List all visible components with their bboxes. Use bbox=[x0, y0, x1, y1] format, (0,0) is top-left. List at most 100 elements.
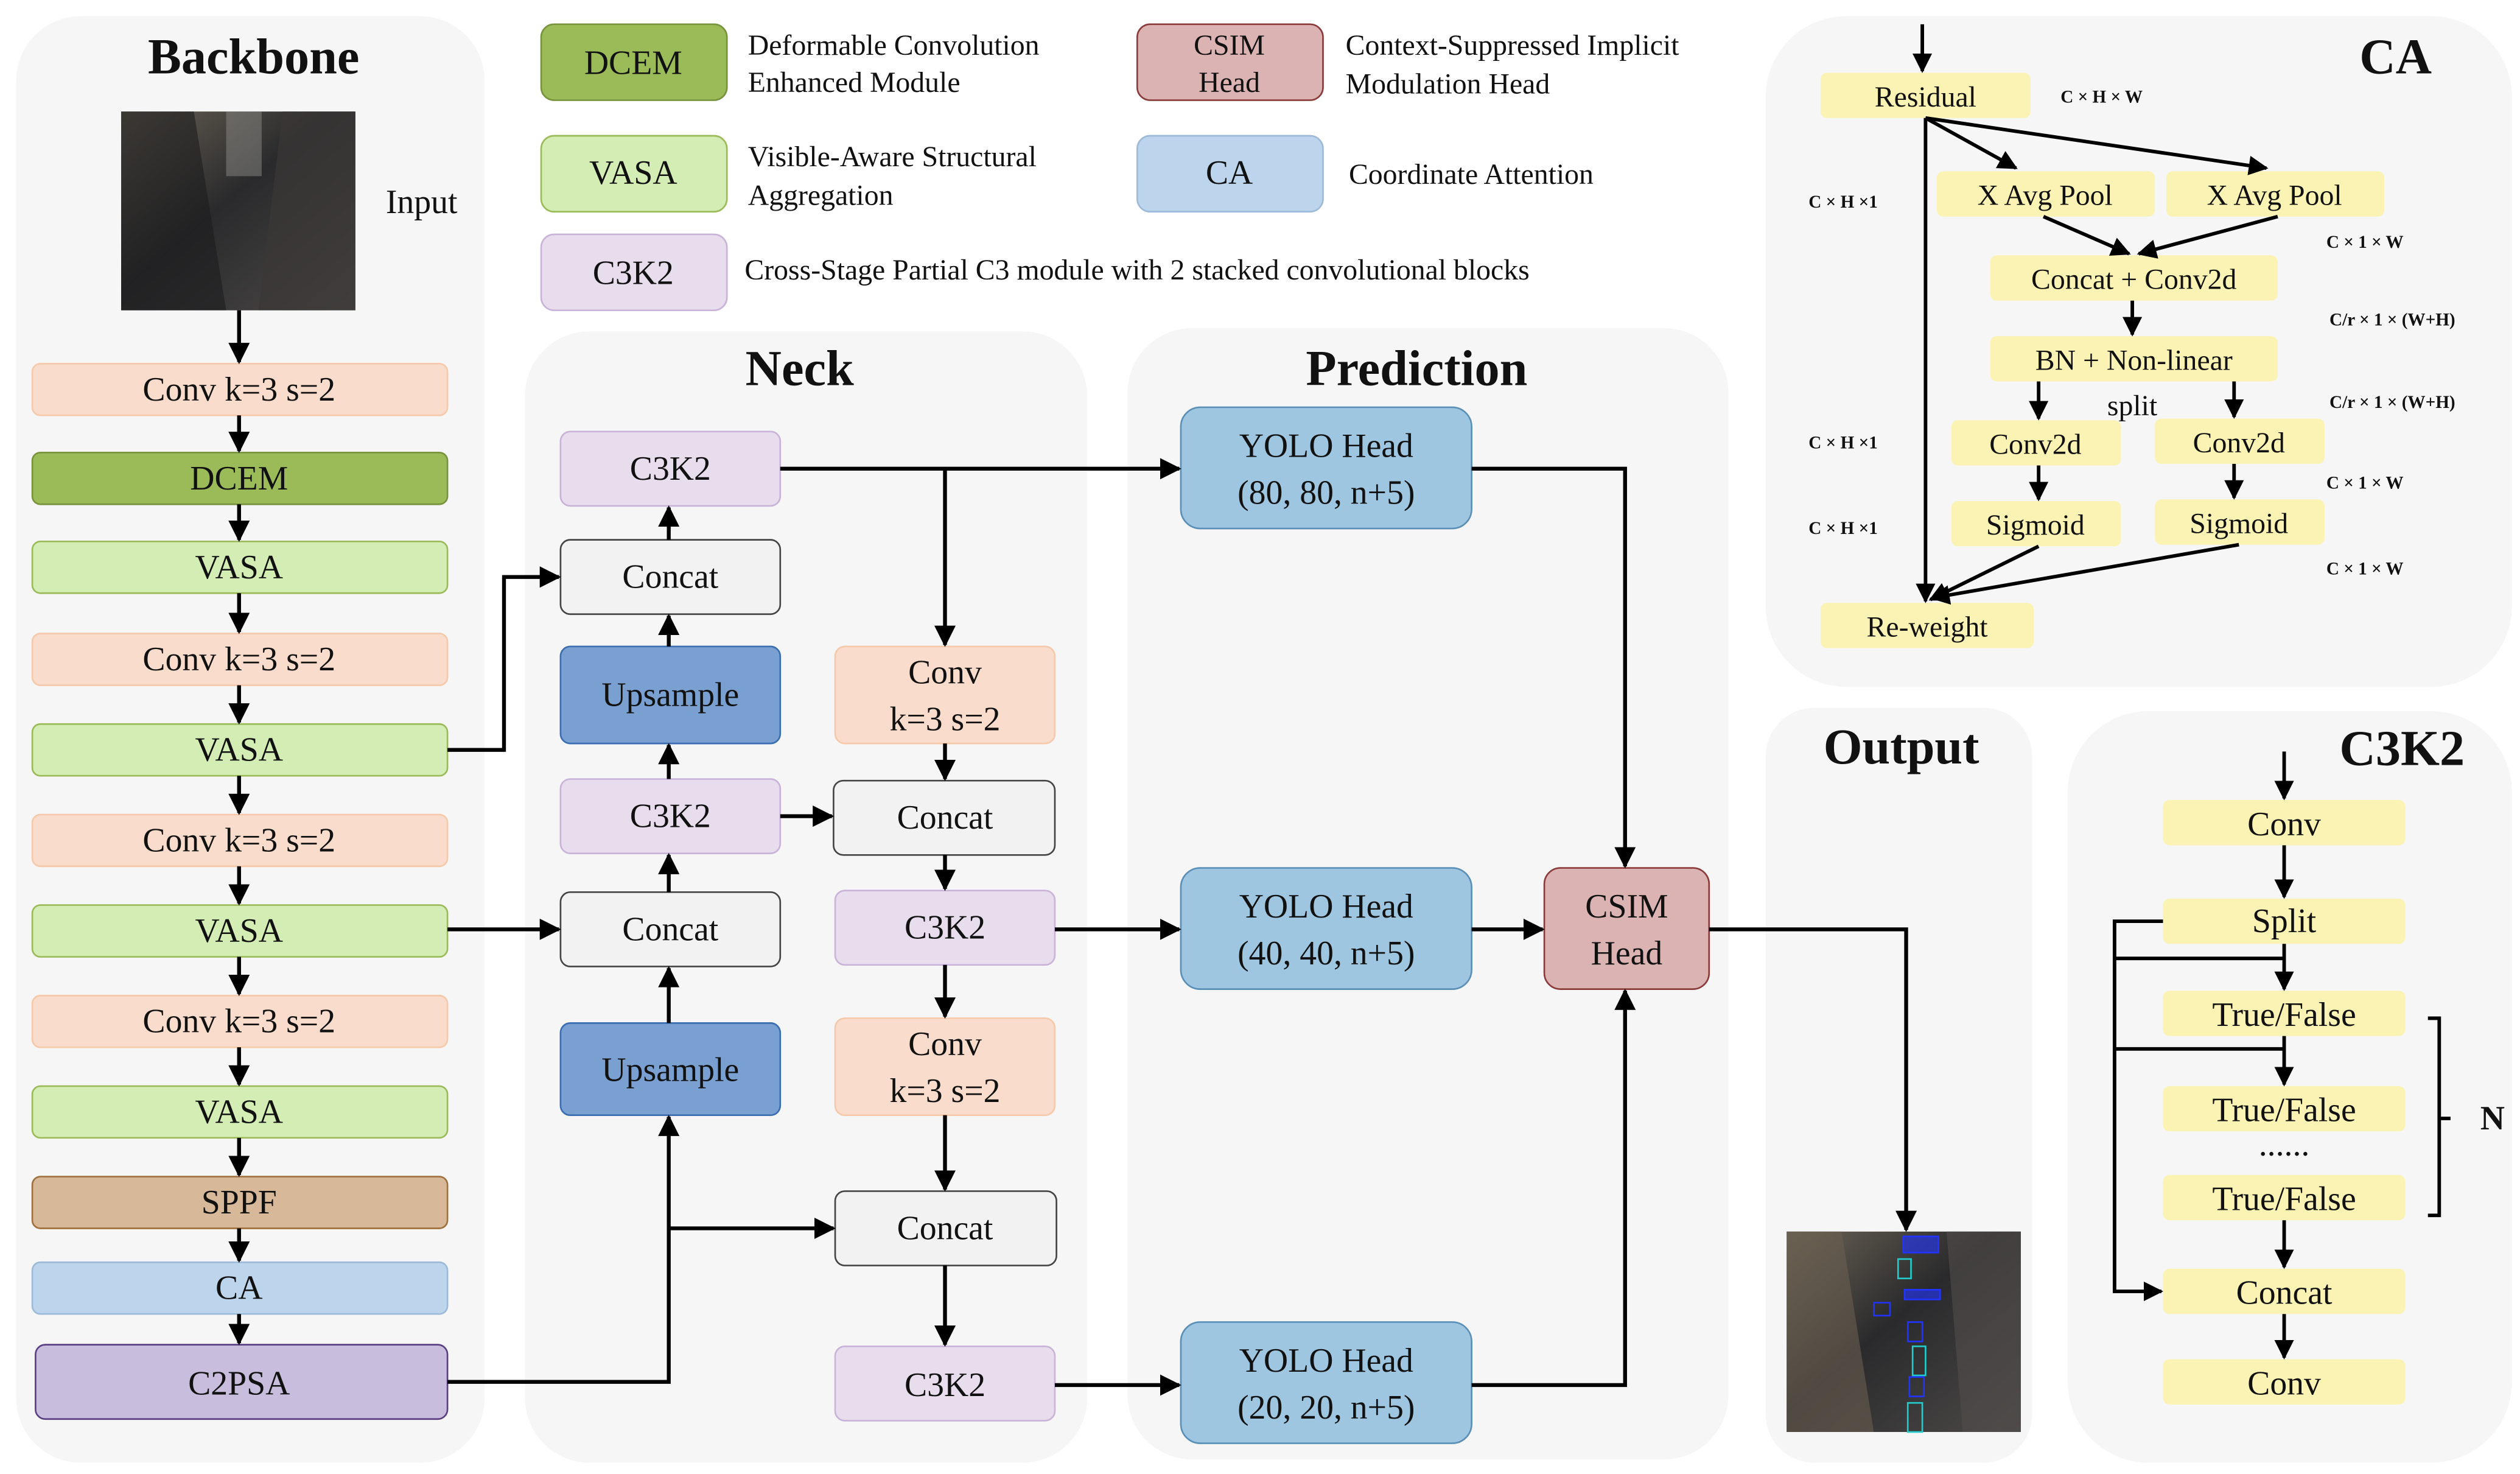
ca-sigmoid-2 bbox=[2155, 499, 2325, 545]
c3k2-truefalse-3 bbox=[2163, 1174, 2406, 1221]
yolo-head-1-label: YOLO Head bbox=[1239, 427, 1413, 465]
c3k2-truefalse-2 bbox=[2163, 1086, 2406, 1132]
neck-concat-1-label: Concat bbox=[622, 558, 718, 596]
ca-dim-c1w-a: C × 1 × W bbox=[2326, 233, 2404, 252]
ca-split-label: split bbox=[2107, 390, 2157, 422]
ca-title: CA bbox=[2359, 29, 2432, 84]
ca-concat-conv-label: Concat + Conv2d bbox=[2031, 264, 2236, 296]
ca-module: CA Residual X Avg Pool X Avg Pool Concat… bbox=[1808, 24, 2455, 648]
ca-sigmoid-2-label: Sigmoid bbox=[2189, 508, 2288, 540]
legend-c3k2-swatch bbox=[540, 233, 728, 312]
legend-c3k2-desc: Cross-Stage Partial C3 module with 2 sta… bbox=[744, 254, 1529, 286]
backbone-title: Backbone bbox=[148, 29, 359, 84]
ca-bn bbox=[1990, 336, 2278, 382]
neck-conv-2-label: Conv bbox=[908, 1025, 982, 1063]
neck-concat-2-label: Concat bbox=[622, 910, 718, 948]
ca-dim-crwh-b: C/r × 1 × (W+H) bbox=[2329, 393, 2455, 412]
ca-dim-ch1-b: C × H ×1 bbox=[1808, 433, 1878, 452]
c3k2-split bbox=[2163, 898, 2406, 944]
backbone-vasa-2-label: VASA bbox=[195, 731, 284, 769]
neck-c3k2-top-label: C3K2 bbox=[630, 450, 711, 488]
ca-conv2d-2 bbox=[2155, 418, 2325, 464]
ca-sigmoid-1-label: Sigmoid bbox=[1986, 509, 2085, 541]
input-image bbox=[121, 111, 355, 311]
yolo-head-3-shape: (20, 20, n+5) bbox=[1237, 1389, 1415, 1427]
legend-vasa-swatch bbox=[540, 135, 728, 213]
ca-pool-1 bbox=[1936, 171, 2155, 217]
legend-dcem-desc-2: Enhanced Module bbox=[748, 66, 961, 99]
yolo-head-1-shape: (80, 80, n+5) bbox=[1237, 474, 1415, 512]
legend-ca-swatch bbox=[1136, 135, 1324, 213]
ca-residual bbox=[1820, 72, 2031, 118]
c3k2-title: C3K2 bbox=[2339, 721, 2465, 776]
neck-conv-1-params: k=3 s=2 bbox=[889, 700, 1000, 738]
backbone-vasa-3-label: VASA bbox=[195, 912, 284, 950]
ca-dim-c1w-b: C × 1 × W bbox=[2326, 474, 2404, 493]
ca-reweight-label: Re-weight bbox=[1867, 611, 1988, 643]
ca-bn-label: BN + Non-linear bbox=[2035, 344, 2233, 376]
backbone-conv-2-label: Conv k=3 s=2 bbox=[142, 640, 335, 678]
ca-pool-2 bbox=[2166, 171, 2385, 217]
c3k2-concat bbox=[2163, 1268, 2406, 1314]
backbone-vasa-4-label: VASA bbox=[195, 1093, 284, 1131]
legend-csim-desc-1: Context-Suppressed Implicit bbox=[1346, 29, 1679, 61]
c3k2-conv-in bbox=[2163, 800, 2406, 846]
ca-conv2d-1 bbox=[1951, 420, 2121, 466]
neck-concat-4-label: Concat bbox=[897, 1209, 993, 1247]
neck-c3k2-right-1-label: C3K2 bbox=[905, 909, 985, 947]
ca-reweight bbox=[1820, 603, 2034, 648]
ca-dim-ch1-a: C × H ×1 bbox=[1808, 192, 1878, 212]
ca-dim-crwh-a: C/r × 1 × (W+H) bbox=[2329, 311, 2455, 330]
neck-conv-1-label: Conv bbox=[908, 653, 982, 691]
ca-sigmoid-1 bbox=[1951, 500, 2121, 547]
csim-head-label-1: CSIM bbox=[1585, 888, 1668, 925]
legend-csim-tag-2: Head bbox=[1199, 66, 1260, 99]
legend-vasa-desc-2: Aggregation bbox=[748, 180, 894, 212]
backbone-conv-3-label: Conv k=3 s=2 bbox=[142, 821, 335, 859]
legend-vasa-tag: VASA bbox=[589, 154, 677, 192]
prediction-title: Prediction bbox=[1306, 341, 1527, 396]
output-detection-image bbox=[1787, 1231, 2021, 1433]
backbone-conv-4-label: Conv k=3 s=2 bbox=[142, 1003, 335, 1041]
legend-ca-tag: CA bbox=[1206, 154, 1253, 192]
c3k2-conv-in-label: Conv bbox=[2247, 805, 2321, 843]
neck-title: Neck bbox=[746, 341, 854, 396]
c3k2-split-label: Split bbox=[2252, 902, 2317, 940]
backbone-c2psa-label: C2PSA bbox=[188, 1364, 290, 1402]
ca-pool-1-label: X Avg Pool bbox=[1978, 180, 2113, 212]
backbone-dcem-label: DCEM bbox=[190, 460, 288, 497]
yolo-head-2-shape: (40, 40, n+5) bbox=[1237, 935, 1415, 972]
output-title: Output bbox=[1824, 719, 1980, 774]
legend-dcem-tag: DCEM bbox=[584, 44, 682, 82]
backbone-sppf-label: SPPF bbox=[201, 1184, 277, 1221]
main-arrows bbox=[447, 458, 1917, 1396]
c3k2-truefalse-1-label: True/False bbox=[2212, 996, 2356, 1034]
ca-dim-chw: C × H × W bbox=[2060, 87, 2143, 107]
backbone: Backbone Input Conv k=3 s=2 DCEM VASA Co… bbox=[31, 29, 458, 1420]
csim-head-label-2: Head bbox=[1591, 935, 1663, 972]
ca-arrows bbox=[1913, 24, 2278, 605]
neck-c3k2-right-2-label: C3K2 bbox=[905, 1366, 985, 1404]
neck-upsample-2-label: Upsample bbox=[601, 1051, 739, 1089]
ca-conv2d-1-label: Conv2d bbox=[1989, 429, 2081, 461]
neck: Neck C3K2 Concat Upsample C3K2 Concat Up… bbox=[559, 341, 1057, 1422]
c3k2-truefalse-2-label: True/False bbox=[2212, 1092, 2356, 1129]
legend-dcem-swatch bbox=[540, 23, 728, 101]
c3k2-repeat-label: N bbox=[2480, 1100, 2505, 1137]
ca-residual-label: Residual bbox=[1875, 81, 1976, 113]
neck-c3k2-mid-label: C3K2 bbox=[630, 798, 711, 835]
output: Output bbox=[1787, 719, 2021, 1433]
ca-concat-conv bbox=[1990, 255, 2278, 301]
ca-dim-c1w-c: C × 1 × W bbox=[2326, 559, 2404, 578]
c3k2-truefalse-3-label: True/False bbox=[2212, 1181, 2356, 1218]
input-label: Input bbox=[386, 183, 458, 221]
c3k2-conv-out bbox=[2163, 1359, 2406, 1405]
ca-pool-2-label: X Avg Pool bbox=[2207, 180, 2342, 212]
legend: DCEM Deformable Convolution Enhanced Mod… bbox=[540, 23, 1679, 312]
prediction: Prediction YOLO Head (80, 80, n+5) YOLO … bbox=[1180, 341, 1710, 1444]
legend-vasa-desc-1: Visible-Aware Structural bbox=[748, 141, 1037, 173]
yolo-head-3-label: YOLO Head bbox=[1239, 1342, 1413, 1380]
neck-upsample-1-label: Upsample bbox=[601, 676, 739, 714]
legend-ca-desc: Coordinate Attention bbox=[1349, 158, 1594, 191]
